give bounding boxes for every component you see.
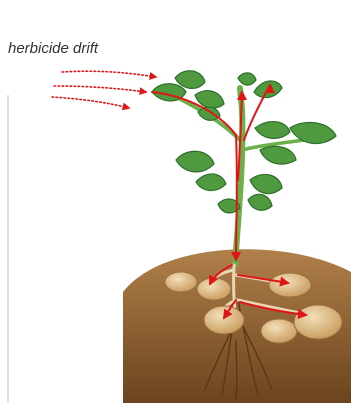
drift-arrows-icon bbox=[52, 71, 156, 108]
